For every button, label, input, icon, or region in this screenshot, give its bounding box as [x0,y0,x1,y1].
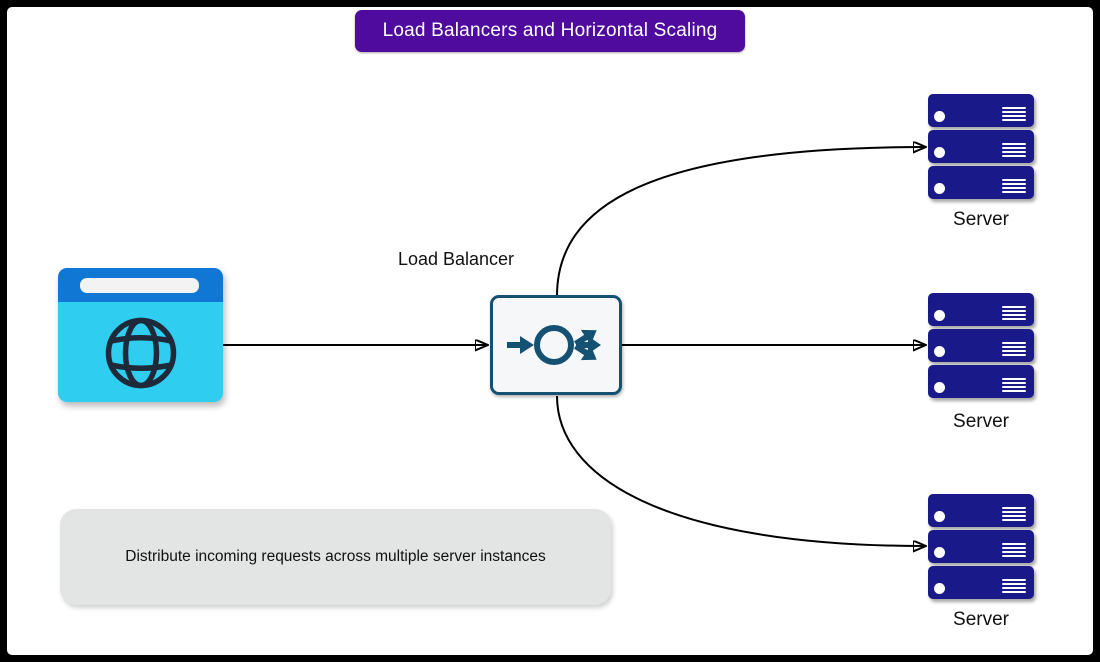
server-vent-lines [1002,543,1026,557]
server-unit [928,94,1034,127]
browser-titlebar [58,268,223,302]
server-stack-middle [928,293,1034,398]
note-box: Distribute incoming requests across mult… [60,509,611,605]
server-unit [928,494,1034,527]
server-led-dot [934,183,945,194]
server-vent-lines [1002,579,1026,593]
server-led-dot [934,583,945,594]
diagram-title-banner: Load Balancers and Horizontal Scaling [355,10,745,52]
server-label-middle: Server [953,411,1009,432]
server-led-dot [934,310,945,321]
server-unit [928,566,1034,599]
server-unit [928,130,1034,163]
server-led-dot [934,111,945,122]
server-stack-bottom [928,494,1034,599]
load-balancer-icon [507,322,602,368]
server-vent-lines [1002,179,1026,193]
server-vent-lines [1002,342,1026,356]
server-vent-lines [1002,378,1026,392]
server-unit [928,530,1034,563]
note-text: Distribute incoming requests across mult… [125,548,546,565]
server-vent-lines [1002,507,1026,521]
diagram-title: Load Balancers and Horizontal Scaling [382,20,718,41]
server-led-dot [934,547,945,558]
server-led-dot [934,511,945,522]
browser-addressbar [80,278,199,293]
server-unit [928,329,1034,362]
server-vent-lines [1002,107,1026,121]
server-led-dot [934,382,945,393]
server-vent-lines [1002,143,1026,157]
server-vent-lines [1002,306,1026,320]
server-label-top: Server [953,209,1009,230]
server-led-dot [934,147,945,158]
browser-body [58,302,223,402]
load-balancer-label: Load Balancer [397,249,515,269]
server-led-dot [934,346,945,357]
globe-icon [105,317,176,389]
client-browser-node [58,268,223,402]
server-unit [928,166,1034,199]
server-unit [928,365,1034,398]
server-unit [928,293,1034,326]
server-stack-top [928,94,1034,199]
server-label-bottom: Server [953,609,1009,630]
load-balancer-node [490,295,622,395]
